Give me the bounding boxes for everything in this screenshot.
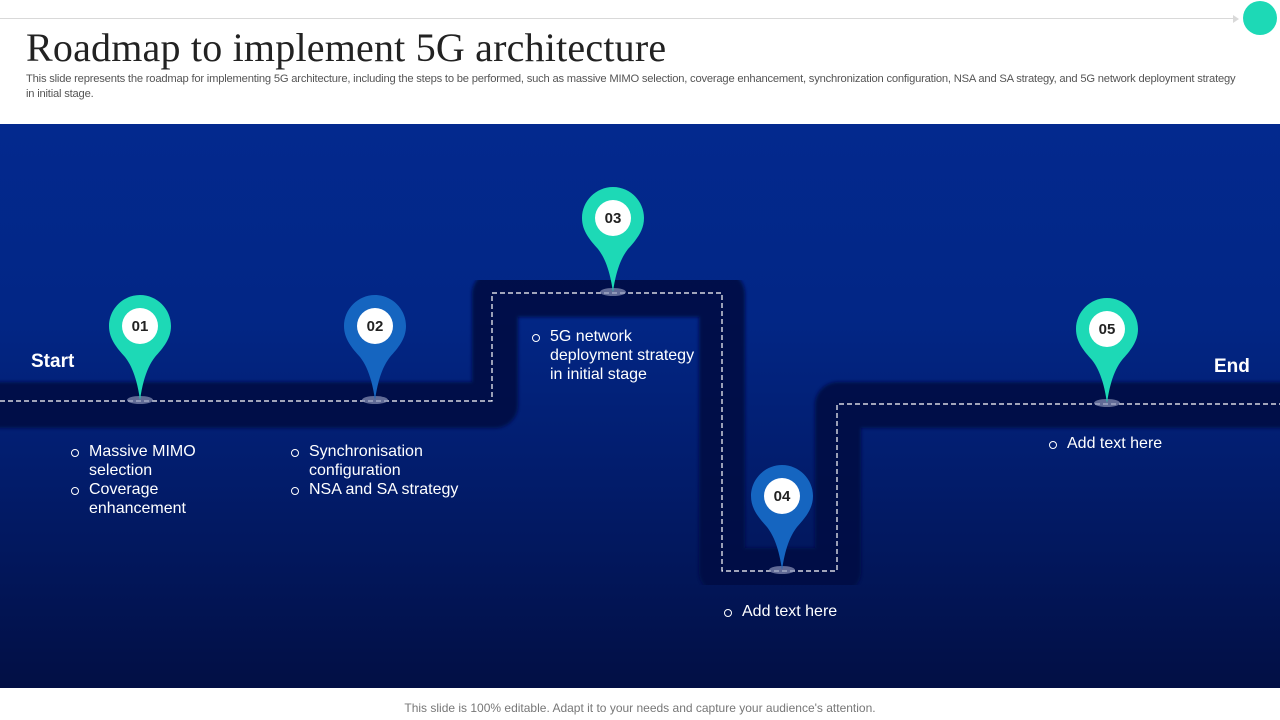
page-title: Roadmap to implement 5G architecture: [26, 25, 667, 70]
list-item: Add text here: [722, 602, 902, 621]
decorative-circle-icon: [1243, 1, 1277, 35]
milestone-pin-03[interactable]: 03: [581, 186, 645, 298]
milestone-04-list: Add text here: [722, 602, 902, 621]
list-item: Coverage enhancement: [69, 480, 229, 518]
list-item: Synchronisation configuration: [289, 442, 489, 480]
milestone-number: 04: [764, 478, 800, 514]
start-label: Start: [31, 351, 75, 372]
milestone-01-list: Massive MIMO selection Coverage enhancem…: [69, 442, 229, 518]
roadmap-panel: Start End 01 02 03 04 05 Massive MIM: [0, 124, 1280, 688]
list-item: Add text here: [1047, 434, 1227, 453]
end-label: End: [1214, 356, 1250, 377]
milestone-pin-05[interactable]: 05: [1075, 297, 1139, 409]
milestone-pin-02[interactable]: 02: [343, 294, 407, 406]
slide-header: Roadmap to implement 5G architecture Thi…: [0, 0, 1280, 124]
milestone-03-list: 5G network deployment strategy in initia…: [530, 327, 700, 384]
milestone-pin-04[interactable]: 04: [750, 464, 814, 576]
list-item: Massive MIMO selection: [69, 442, 229, 480]
milestone-pin-01[interactable]: 01: [108, 294, 172, 406]
milestone-number: 01: [122, 308, 158, 344]
arrow-right-icon: [1233, 15, 1239, 23]
list-item: NSA and SA strategy: [289, 480, 489, 499]
milestone-02-list: Synchronisation configuration NSA and SA…: [289, 442, 489, 499]
milestone-number: 02: [357, 308, 393, 344]
milestone-number: 05: [1089, 311, 1125, 347]
list-item: 5G network deployment strategy in initia…: [530, 327, 700, 384]
milestone-number: 03: [595, 200, 631, 236]
top-divider-line: [0, 18, 1236, 19]
milestone-05-list: Add text here: [1047, 434, 1227, 453]
footer-note: This slide is 100% editable. Adapt it to…: [404, 701, 876, 715]
page-subtitle: This slide represents the roadmap for im…: [26, 73, 1236, 100]
